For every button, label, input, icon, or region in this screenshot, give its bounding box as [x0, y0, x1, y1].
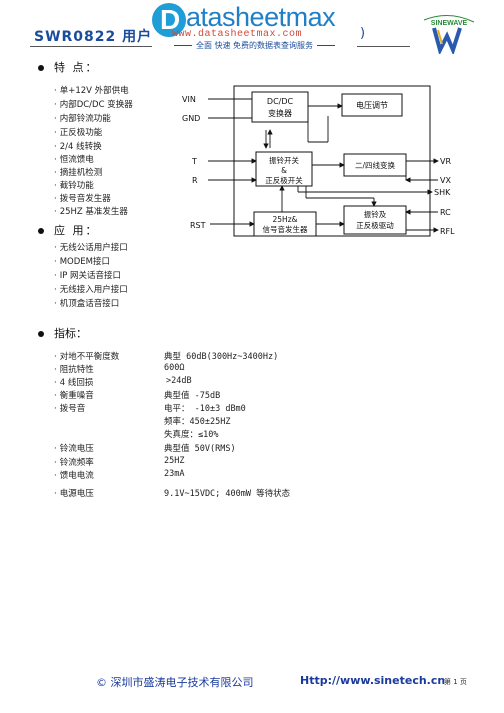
spec-label: 4 线回损	[54, 376, 94, 388]
brand-logo-icon: SINEWAVE	[423, 15, 475, 54]
list-item: 2/4 线转换	[54, 140, 102, 152]
spec-label: 电源电压	[54, 487, 94, 499]
pin-label: VX	[440, 176, 451, 185]
specs-title: 指标：	[54, 327, 87, 340]
list-item: 25HZ 基准发生器	[54, 205, 128, 217]
bullet-icon	[38, 228, 44, 234]
block-dcdc	[251, 91, 309, 123]
list-item: MODEM接口	[54, 255, 110, 267]
pin-label: VR	[440, 157, 451, 166]
spec-value: 600Ω	[164, 363, 185, 373]
spec-value: 电平： -10±3 dBm0	[164, 404, 246, 414]
spec-value: 典型值 50V(RMS)	[164, 444, 236, 454]
block-gen-label-1: 25Hz&	[273, 215, 298, 224]
spec-label: 馈电电流	[54, 469, 94, 481]
spec-value: 25HZ	[164, 456, 185, 466]
spec-value: >24dB	[166, 376, 192, 386]
bullet-icon	[38, 331, 44, 337]
list-item: 正反极功能	[54, 126, 103, 138]
spec-label: 铃流电压	[54, 442, 94, 454]
block-switch-label-2: &	[281, 166, 287, 175]
document-title-end: )	[360, 26, 366, 41]
block-ring-label-1: 振铃及	[364, 209, 387, 219]
list-item: 恒流馈电	[54, 153, 94, 165]
spec-value: 23mA	[164, 469, 185, 479]
list-item: 无线公话用户接口	[54, 241, 128, 253]
pin-label: SHK	[434, 188, 451, 197]
pin-label: R	[192, 176, 198, 185]
watermark-slogan: 全面 快速 免费的数据表查询服务	[152, 40, 357, 51]
pin-label: RC	[440, 208, 451, 217]
block-switch-label-3: 正反极开关	[265, 175, 303, 185]
block-dcdc-label-1: DC/DC	[267, 97, 294, 106]
spec-value: 频率：450±25HZ	[164, 417, 231, 427]
bullet-icon	[38, 65, 44, 71]
spec-label: 对地不平衡度数	[54, 350, 120, 362]
watermark-logo-letter: D	[160, 4, 181, 35]
page-number: 第 1 页	[444, 678, 467, 686]
footer-company: © 深圳市盛涛电子技术有限公司	[96, 676, 254, 689]
list-item: 截铃功能	[54, 179, 94, 191]
block-gen-label-2: 信号音发生器	[263, 224, 308, 234]
list-item: 无线接入用户接口	[54, 283, 128, 295]
spec-label: 拨号音	[54, 402, 86, 414]
block-conv-label: 二/四线变换	[355, 160, 396, 170]
document-title: SWR0822 用户	[34, 29, 153, 45]
spec-label: 阻抗特性	[54, 363, 94, 375]
block-ring-label-2: 正反极驱动	[356, 220, 394, 230]
list-item: IP 网关话音接口	[54, 269, 121, 281]
spec-value: 9.1V~15VDC; 400mW 等待状态	[164, 489, 291, 499]
list-item: 拨号音发生器	[54, 192, 111, 204]
block-switch-label-1: 振铃开关	[269, 155, 299, 165]
watermark-logo-mark: D	[152, 3, 186, 37]
spec-label: 衡重噪音	[54, 389, 94, 401]
pin-label: T	[191, 157, 197, 166]
list-item: 摘挂机检测	[54, 166, 103, 178]
list-item: 内部DC/DC 变换器	[54, 98, 133, 110]
block-dcdc-label-2: 变换器	[268, 108, 292, 118]
pin-label: RFL	[440, 227, 455, 236]
list-item: 机顶盒话音接口	[54, 297, 120, 309]
list-item: 单+12V 外部供电	[54, 84, 129, 96]
block-diagram: DC/DC 变换器 电压调节 振铃开关 & 正反极开关 二/四线变换 25Hz&…	[182, 85, 455, 237]
applications-title: 应 用：	[54, 224, 99, 237]
pin-label: VIN	[182, 95, 196, 104]
spec-value: 典型值 -75dB	[164, 391, 221, 401]
watermark-url: www.datasheetmax.com	[172, 29, 303, 40]
pin-label: GND	[182, 114, 200, 123]
spec-value: 失真度：≤10%	[164, 430, 219, 440]
spec-value: 典型 60dB(300Hz~3400Hz)	[164, 352, 279, 362]
diagram-frame	[233, 85, 431, 237]
block-voltage-label: 电压调节	[356, 100, 388, 110]
footer-url-link[interactable]: Http://www.sinetech.cn	[300, 674, 446, 687]
features-title: 特 点：	[54, 61, 99, 74]
spec-label: 铃流频率	[54, 456, 94, 468]
pin-label: RST	[190, 221, 206, 230]
list-item: 内部铃流功能	[54, 112, 111, 124]
brand-name: SINEWAVE	[431, 20, 468, 27]
watermark-logo-text: atasheetmax	[186, 2, 336, 32]
diagram-wires	[208, 98, 439, 233]
